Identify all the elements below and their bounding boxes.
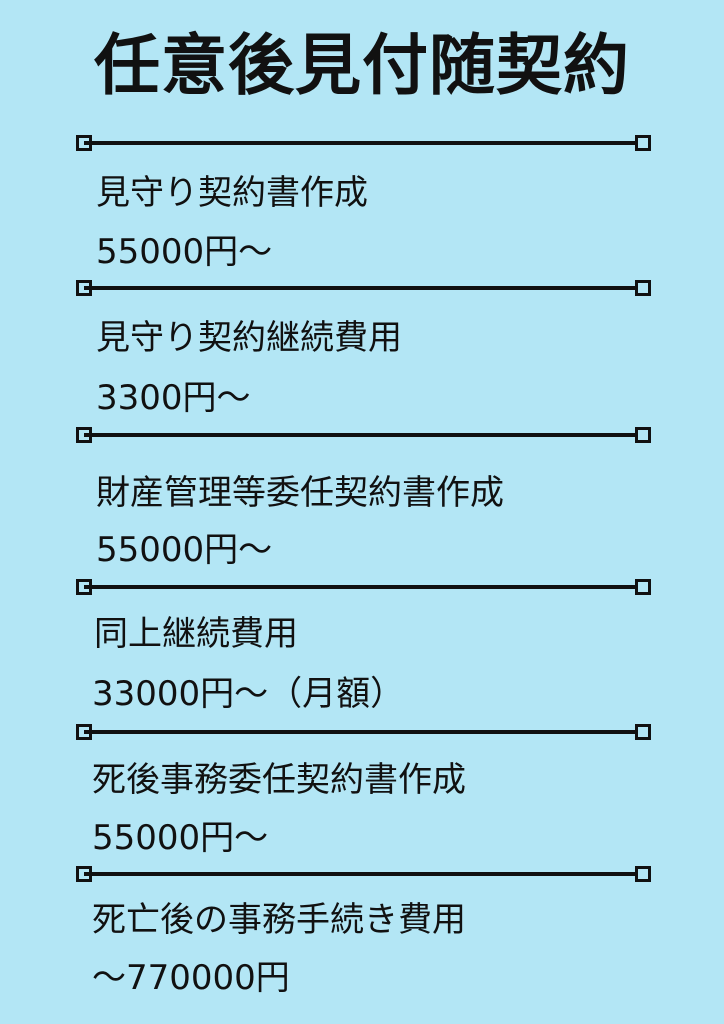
item-price-posthumous-affairs-contract: 55000円～ xyxy=(92,818,269,858)
item-name-continuation-fee: 同上継続費用 xyxy=(94,614,298,654)
item-name-property-management-contract: 財産管理等委任契約書作成 xyxy=(96,473,504,513)
item-price-posthumous-procedures-fee: ～770000円 xyxy=(92,958,290,998)
divider-end-square-icon xyxy=(635,579,651,595)
item-name-mimamori-continuation: 見守り契約継続費用 xyxy=(96,318,402,358)
item-name-posthumous-affairs-contract: 死後事務委任契約書作成 xyxy=(92,760,466,800)
divider-end-square-icon xyxy=(635,866,651,882)
divider-end-square-icon xyxy=(635,135,651,151)
divider-line xyxy=(84,730,643,734)
section-divider xyxy=(76,579,651,595)
section-divider xyxy=(76,135,651,151)
item-price-continuation-fee: 33000円～（月額） xyxy=(92,674,405,714)
section-divider xyxy=(76,724,651,740)
divider-line xyxy=(84,585,643,589)
divider-line xyxy=(84,433,643,437)
item-price-mimamori-contract: 55000円～ xyxy=(96,232,273,272)
divider-end-square-icon xyxy=(635,724,651,740)
item-name-posthumous-procedures-fee: 死亡後の事務手続き費用 xyxy=(92,900,466,940)
section-divider xyxy=(76,280,651,296)
divider-line xyxy=(84,872,643,876)
item-name-mimamori-contract: 見守り契約書作成 xyxy=(96,173,368,213)
page-title: 任意後見付随契約 xyxy=(94,27,630,104)
divider-line xyxy=(84,141,643,145)
divider-end-square-icon xyxy=(635,427,651,443)
item-price-property-management-contract: 55000円～ xyxy=(96,530,273,570)
divider-line xyxy=(84,286,643,290)
section-divider xyxy=(76,427,651,443)
section-divider xyxy=(76,866,651,882)
item-price-mimamori-continuation: 3300円～ xyxy=(96,378,251,418)
divider-end-square-icon xyxy=(635,280,651,296)
